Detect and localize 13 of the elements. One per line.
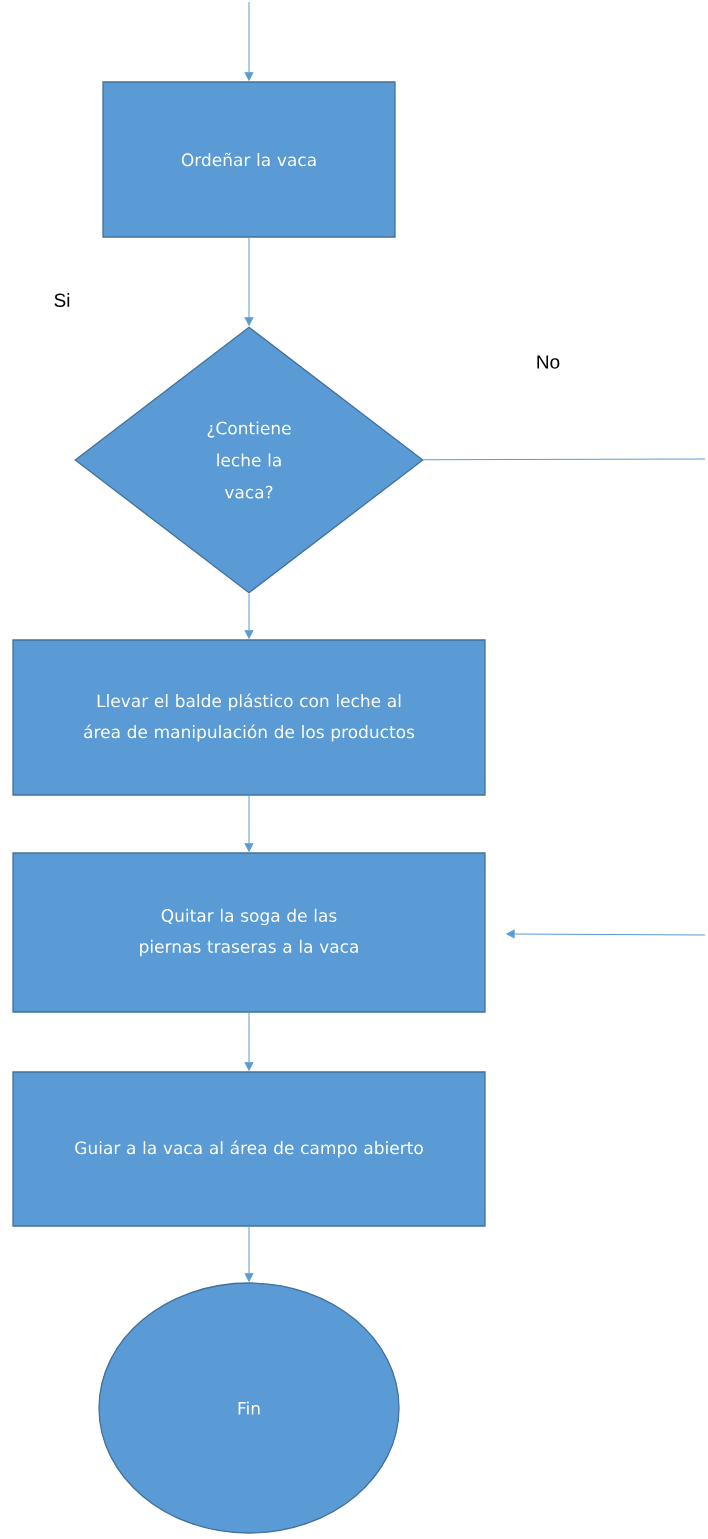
process-box: Quitar la soga de las piernas traseras a la vaca: [12, 852, 486, 1013]
process-box: Guiar a la vaca al área de campo abierto: [12, 1071, 486, 1227]
arrow: [244, 1226, 254, 1282]
arrow: [244, 1012, 254, 1071]
arrow: [506, 929, 706, 939]
arrow: [244, 795, 254, 852]
process-box: Ordeñar la vaca: [102, 81, 396, 238]
arrow: [244, 1, 254, 81]
si-label: Si: [54, 293, 70, 307]
no-label: No: [537, 355, 560, 369]
arrow: [244, 593, 254, 639]
arrow: [244, 237, 254, 326]
process-box: Llevar el balde plástico con leche al área de manipulación de los productos: [12, 639, 486, 796]
